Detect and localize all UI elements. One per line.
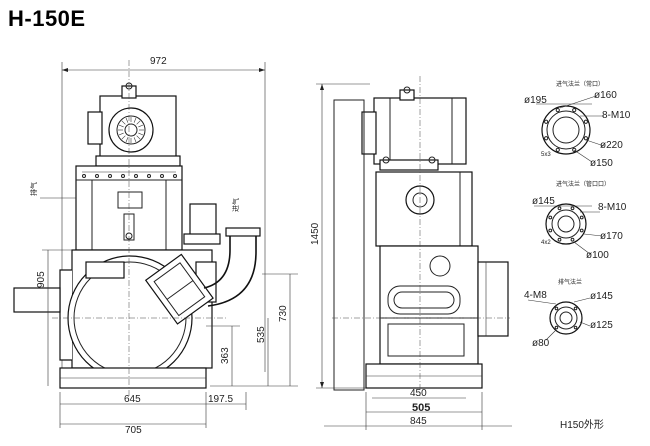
front-view: 972 排气 进气 <box>13 56 298 436</box>
fan-rib <box>136 135 141 140</box>
side-view: 1450 <box>310 76 512 430</box>
flange-mid-bolts: 8-M10 <box>598 202 627 213</box>
bolt-hole <box>544 119 549 124</box>
bolt-hole <box>555 108 560 113</box>
bolt-hole <box>570 237 575 242</box>
flange-top-d195: ø195 <box>524 95 547 106</box>
fan-rib <box>138 124 144 128</box>
label-intake: 进气 <box>231 198 240 212</box>
fan-rib <box>136 120 141 125</box>
fan-rib <box>121 120 126 125</box>
flange-mid-title: 进气法兰（管口口） <box>556 180 610 188</box>
page-title: H-150E <box>8 6 86 31</box>
dim-845: 845 <box>410 416 427 427</box>
label-exhaust: 排气 <box>29 182 38 196</box>
flange-top-d150: ø150 <box>590 158 613 169</box>
flange-detail-bottom: 排气法兰 4-M8 ø145 ø125 ø80 <box>524 278 613 349</box>
flange-bottom-bolts: 4-M8 <box>524 290 547 301</box>
flange-bottom-d125: ø125 <box>590 320 613 331</box>
dim-730: 730 <box>278 305 289 322</box>
flange-detail-middle: 进气法兰（管口口） ø145 8-M10 ø170 ø100 4x2 <box>532 180 627 261</box>
dim-645: 645 <box>124 394 141 405</box>
bolt-hole <box>557 206 562 211</box>
flange-mid-note: 4x2 <box>541 240 551 246</box>
bolt-hole <box>570 206 575 211</box>
bolt-hole <box>579 228 584 233</box>
bolt-hole <box>544 136 549 141</box>
flange-middle-bolt-holes <box>548 206 584 242</box>
dim-505: 505 <box>412 402 430 414</box>
dim-363: 363 <box>220 347 231 364</box>
dim-535: 535 <box>256 326 267 343</box>
drawing-caption: H150外形 <box>560 419 604 431</box>
bolt-hole <box>573 325 578 330</box>
flange-mid-d100: ø100 <box>586 250 609 261</box>
dim-905: 905 <box>36 271 47 288</box>
dim-705: 705 <box>125 425 142 436</box>
flange-top-note: 5x3 <box>541 152 551 158</box>
fan-rib <box>118 124 124 128</box>
flange-bottom-title: 排气法兰 <box>558 278 582 286</box>
bolt-hole <box>583 119 588 124</box>
flange-top-title: 进气法兰（常口） <box>556 80 604 88</box>
gearbox-bolt <box>173 174 177 178</box>
bolt-hole <box>572 108 577 113</box>
fan-rib <box>133 137 137 143</box>
flange-top-d160: ø160 <box>594 90 617 101</box>
flange-top-bolt-holes <box>544 108 588 152</box>
dim-450: 450 <box>410 388 427 399</box>
bolt-hole <box>555 147 560 152</box>
gearbox-bolt <box>108 174 112 178</box>
gearbox-bolt <box>82 174 86 178</box>
bolt-hole <box>573 306 578 311</box>
gearbox-bolt <box>121 174 125 178</box>
motor-fan-ribs <box>118 117 144 143</box>
fan-rib <box>125 117 129 123</box>
gearbox-bolt <box>147 174 151 178</box>
fan-rib <box>125 137 129 143</box>
bolt-hole <box>554 325 559 330</box>
dim-1450: 1450 <box>310 222 321 245</box>
bolt-hole <box>579 215 584 220</box>
gearbox-bolt <box>160 174 164 178</box>
gearbox-bolts <box>82 174 177 178</box>
bolt-hole <box>548 215 553 220</box>
flange-mid-d170: ø170 <box>600 231 623 242</box>
flange-bottom-bolt-holes <box>554 306 578 330</box>
fan-rib <box>138 132 144 136</box>
flange-detail-top: 进气法兰（常口） ø195 ø160 8-M10 ø220 ø150 5x3 <box>524 80 631 169</box>
flange-bottom-d145: ø145 <box>590 291 613 302</box>
flange-mid-d145: ø145 <box>532 196 555 207</box>
gearbox-bolt <box>134 174 138 178</box>
gearbox-bolt <box>95 174 99 178</box>
bolt-hole <box>583 136 588 141</box>
flange-top-bolts: 8-M10 <box>602 110 631 121</box>
flange-bottom-d80: ø80 <box>532 338 550 349</box>
bolt-hole <box>557 237 562 242</box>
flange-top-d220: ø220 <box>600 140 623 151</box>
bolt-hole <box>554 306 559 311</box>
fan-rib <box>133 117 137 123</box>
fan-rib <box>118 132 124 136</box>
bolt-hole <box>572 147 577 152</box>
bolt-hole <box>548 228 553 233</box>
dim-197-5: 197.5 <box>208 394 233 405</box>
dim-972: 972 <box>150 56 167 67</box>
fan-rib <box>121 135 126 140</box>
